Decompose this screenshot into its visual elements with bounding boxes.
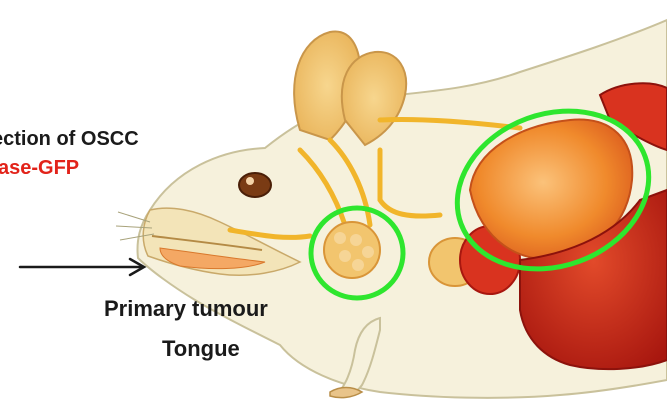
tongue-label: Tongue	[162, 336, 240, 362]
primary-tumour-label: Primary tumour	[104, 296, 268, 322]
mouse-eye	[239, 173, 271, 197]
injection-label-line2: ase-GFP	[0, 157, 79, 180]
eye-highlight	[246, 177, 254, 185]
injection-label-line1: ection of OSCC	[0, 128, 139, 151]
primary-tumour-node	[324, 222, 380, 278]
arrow-right-icon	[20, 259, 144, 275]
front-paw	[330, 388, 362, 398]
